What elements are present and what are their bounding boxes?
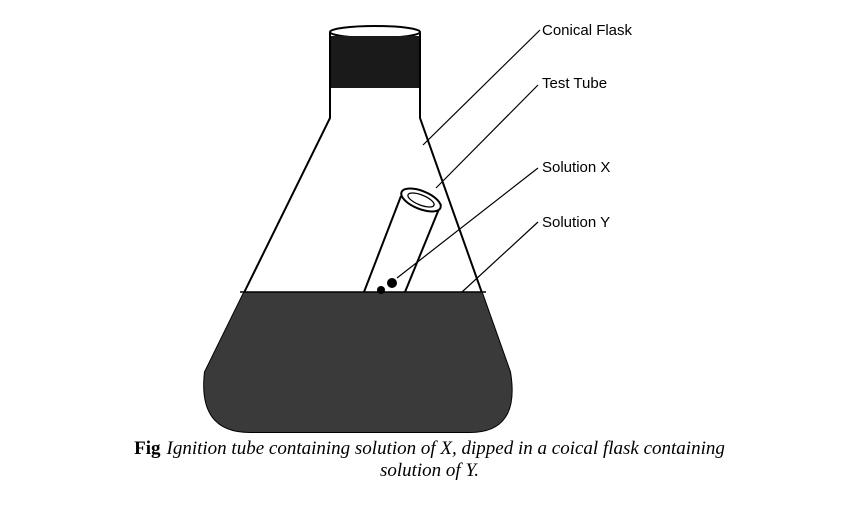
caption-fig-label: Fig [134, 438, 161, 459]
label-solution-x: Solution X [542, 159, 610, 176]
leader-test-tube [435, 84, 539, 189]
solution-y-liquid [204, 292, 512, 432]
label-solution-y: Solution Y [542, 214, 610, 231]
caption-line-2: solution of Y. [0, 460, 859, 482]
caption-text-2: solution of Y. [379, 460, 480, 481]
solution-x-drop [387, 278, 397, 288]
solution-x-drop-small [377, 286, 385, 294]
leader-conical-flask [422, 29, 541, 146]
caption-text-1: Ignition tube containing solution of X, … [166, 438, 725, 459]
leader-solution-y [461, 221, 539, 293]
test-tube [363, 187, 442, 293]
leader-solution-x [396, 167, 539, 279]
label-test-tube: Test Tube [542, 75, 607, 92]
flask-stopper [331, 36, 419, 88]
label-conical-flask: Conical Flask [542, 22, 633, 39]
